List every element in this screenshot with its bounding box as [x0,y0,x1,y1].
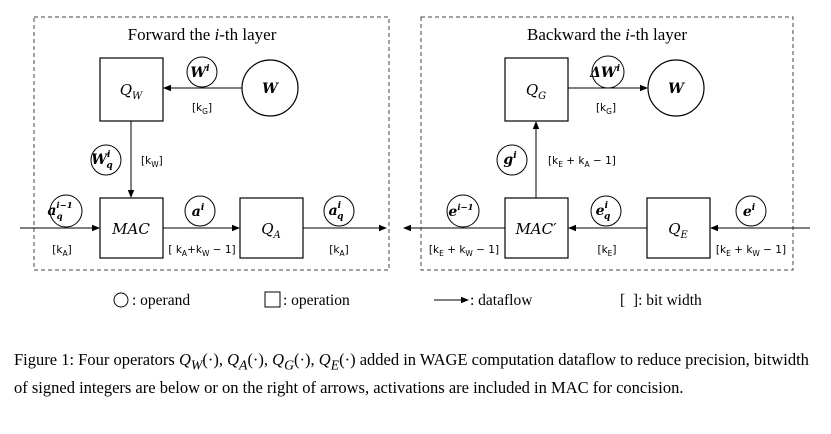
qw-label: QW [120,81,143,102]
qa-label: QA [261,220,281,241]
w-backward-label: W [668,81,685,97]
ei-operand-circle [735,195,767,227]
backward-title: Backward the i-th layer [527,25,687,44]
wi-operand-circle [186,56,218,88]
caption-op-qe: QE [318,350,340,373]
legend-bitwidth: [ ]: bit width [620,292,702,309]
dwi-label: ΔWi [589,64,621,81]
gi-operand-circle [496,144,528,176]
bwd-bitwidth-kg: [kG] [596,102,616,116]
gi-label: gi [503,151,517,168]
bwd-bitwidth-g: [kE + kA − 1] [548,155,616,169]
fwd-bitwidth-ka-left: [kA] [52,244,71,258]
qe-operation-box [646,197,711,259]
eqi-operand-circle [590,195,622,227]
legend-operation-square-icon [264,291,281,308]
legend-operation: : operation [283,292,350,309]
qw-operation-box [99,57,164,122]
legend-operand: : operand [132,292,190,309]
mac-operation-box [99,197,164,259]
qe-label: QE [668,220,688,241]
w-backward-operand-circle [647,59,705,117]
mac-label: MAC [111,220,150,238]
caption-op-qa: QA [227,350,248,373]
qg-label: QG [526,81,546,102]
wage-dataflow-diagram: Forward the i-th layer Backward the i-th… [20,16,810,309]
caption-op-qw: QW [178,350,203,373]
qg-operation-box [504,57,569,122]
caption-text: added in WAGE computation dataflow to re… [14,350,809,398]
caption-op-qg: QG [272,350,295,373]
e-prev-label: ei−1 [448,203,473,220]
mac-prime-operation-box [504,197,569,259]
fwd-bitwidth-ka-right: [kA] [329,244,348,258]
ai-operand-circle [184,195,216,227]
wi-label: Wi [190,64,210,81]
bwd-bitwidth-ke: [kE] [597,244,616,258]
ai-label: ai [192,203,205,220]
w-operand-label: W [262,81,279,97]
forward-panel [33,16,390,271]
bwd-bitwidth-right: [kE + kW − 1] [716,244,786,258]
legend-operand-circle-icon [113,292,129,308]
backward-panel [420,16,794,271]
dwi-operand-circle [591,55,625,89]
forward-title: Forward the i-th layer [128,25,277,44]
mac-prime-label: MAC′ [514,220,557,238]
aq-prev-operand-circle [49,194,83,228]
bwd-bitwidth-left: [kE + kW − 1] [429,244,499,258]
caption-label: Figure 1: Four operators [14,350,179,369]
fwd-bitwidth-mid: [ kA+kW − 1] [168,244,235,258]
e-prev-operand-circle [446,194,480,228]
fwd-bitwidth-kg: [kG] [192,102,212,116]
qa-operation-box [239,197,304,259]
legend-dataflow: : dataflow [470,292,533,309]
ei-label: ei [743,203,756,220]
wqi-operand-circle [90,144,122,176]
aqi-operand-circle [323,195,355,227]
figure-caption: Figure 1: Four operators QW(·), QA(·), Q… [14,350,809,398]
fwd-bitwidth-kw: [kW] [141,155,163,169]
